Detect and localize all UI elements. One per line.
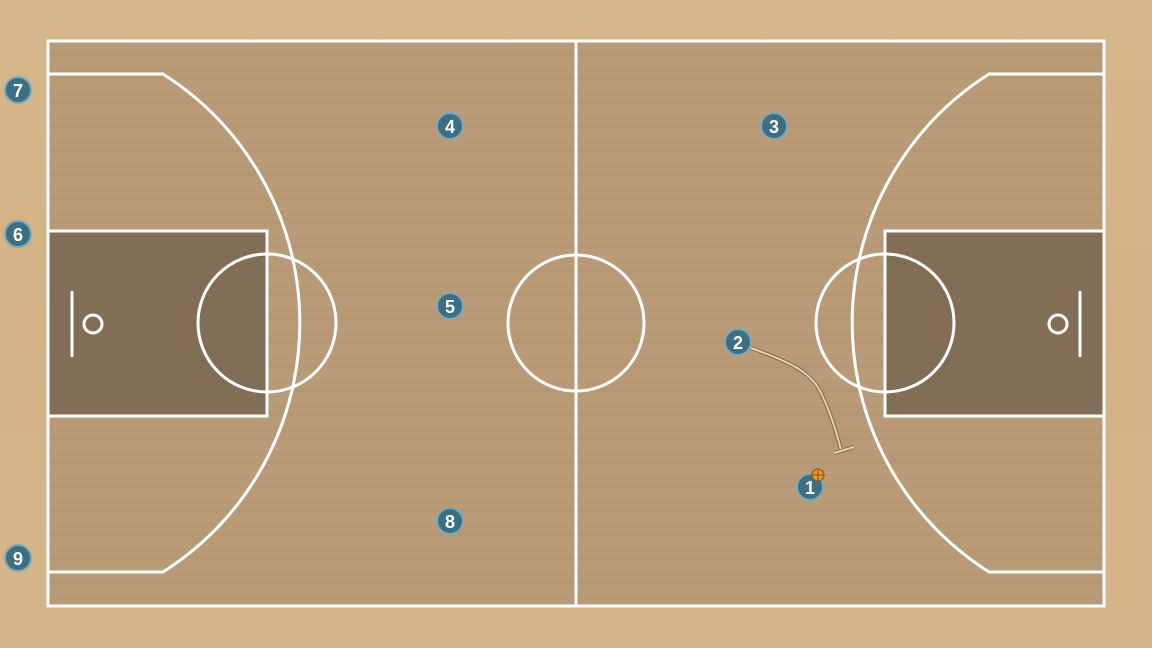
player-label: 2	[733, 333, 743, 353]
left-paint	[48, 231, 267, 416]
player-7[interactable]: 7	[4, 76, 32, 104]
left-key-outline	[46, 229, 269, 418]
player-label: 7	[13, 81, 23, 101]
player-marker	[4, 220, 32, 248]
player-label: 4	[445, 117, 455, 137]
player-label: 3	[769, 117, 779, 137]
player-1[interactable]: 1	[796, 468, 825, 501]
right-key-outline	[883, 229, 1106, 418]
player-marker	[724, 328, 752, 356]
screen-action	[750, 346, 855, 455]
basketball-icon	[811, 468, 825, 482]
player-label: 1	[805, 478, 815, 498]
player-marker	[4, 76, 32, 104]
player-marker	[436, 507, 464, 535]
right-free-throw-circle	[814, 252, 956, 394]
player-label: 9	[13, 549, 23, 569]
player-marker	[760, 112, 788, 140]
player-9[interactable]: 9	[4, 544, 32, 572]
player-2[interactable]: 2	[724, 328, 752, 356]
player-marker	[436, 112, 464, 140]
player-label: 8	[445, 512, 455, 532]
player-5[interactable]: 5	[436, 292, 464, 320]
player-3[interactable]: 3	[760, 112, 788, 140]
player-marker	[436, 292, 464, 320]
right-three-point-line	[850, 72, 1104, 574]
player-label: 5	[445, 297, 455, 317]
player-marker	[4, 544, 32, 572]
center-circle	[506, 253, 646, 393]
player-4[interactable]: 4	[436, 112, 464, 140]
player-label: 6	[13, 225, 23, 245]
right-paint	[885, 231, 1104, 416]
left-three-point-line	[48, 72, 302, 574]
left-free-throw-circle	[196, 252, 338, 394]
player-8[interactable]: 8	[436, 507, 464, 535]
left-hoop	[82, 313, 104, 335]
right-hoop	[1047, 313, 1069, 335]
player-6[interactable]: 6	[4, 220, 32, 248]
